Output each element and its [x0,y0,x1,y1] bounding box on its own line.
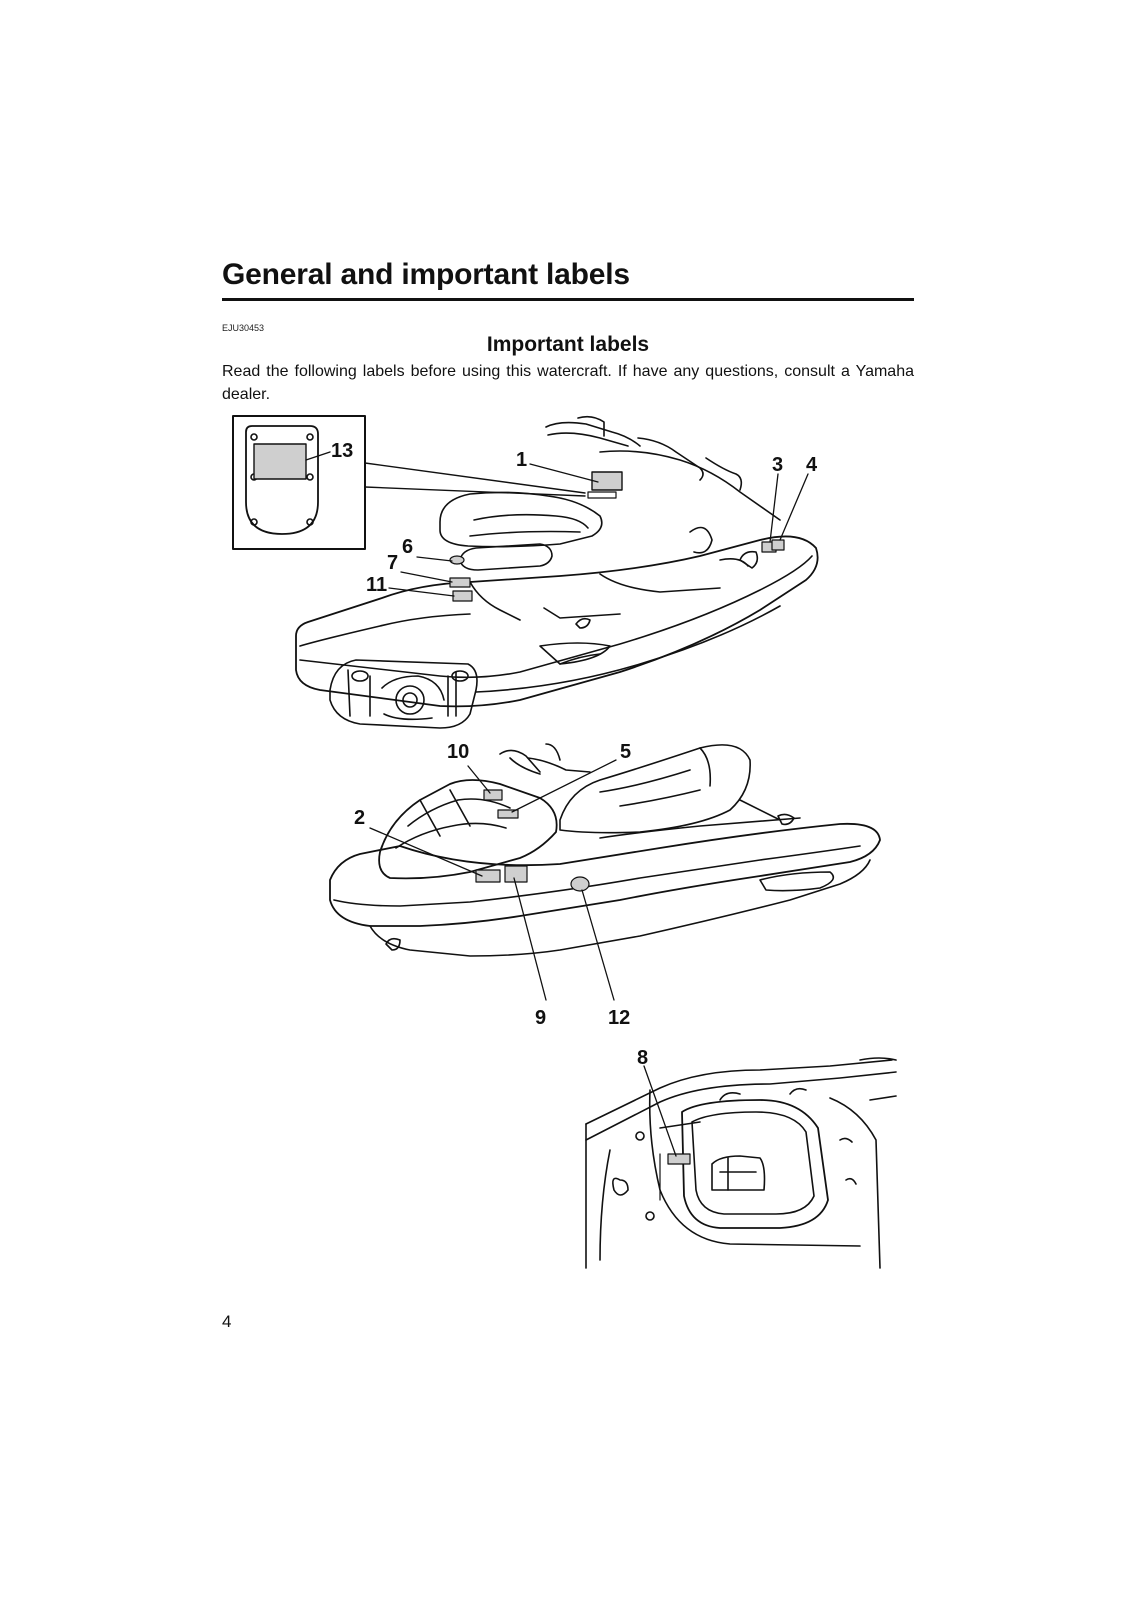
callout-2: 2 [354,807,365,829]
watercraft-front-view [329,743,881,957]
callout-7: 7 [387,552,398,574]
callout-9: 9 [535,1007,546,1029]
callout-8: 8 [637,1047,648,1069]
chapter-rule [222,298,914,301]
lower-callout-leaders [369,759,617,1001]
callout-numbers: 13 1 3 4 6 7 11 10 5 2 9 12 8 [331,440,818,1069]
callout-13: 13 [331,440,353,462]
callout-3: 3 [772,454,783,476]
section-title: Important labels [486,333,650,356]
callout-11: 11 [366,574,387,596]
page-number: 4 [222,1312,232,1331]
intro-paragraph: Read the following labels before using t… [222,363,914,403]
chapter-title: General and important labels [222,258,630,291]
upper-callout-leaders [388,463,809,597]
callout-12: 12 [608,1007,630,1029]
inset-panel [232,415,586,550]
callout-1: 1 [516,449,527,471]
callout-10: 10 [447,741,469,763]
storage-compartment-detail [585,1057,897,1269]
callout-4: 4 [806,454,818,476]
callout-6: 6 [402,536,413,558]
document-code: EJU30453 [222,323,265,333]
callout-5: 5 [620,741,631,763]
watercraft-rear-view [295,415,819,729]
